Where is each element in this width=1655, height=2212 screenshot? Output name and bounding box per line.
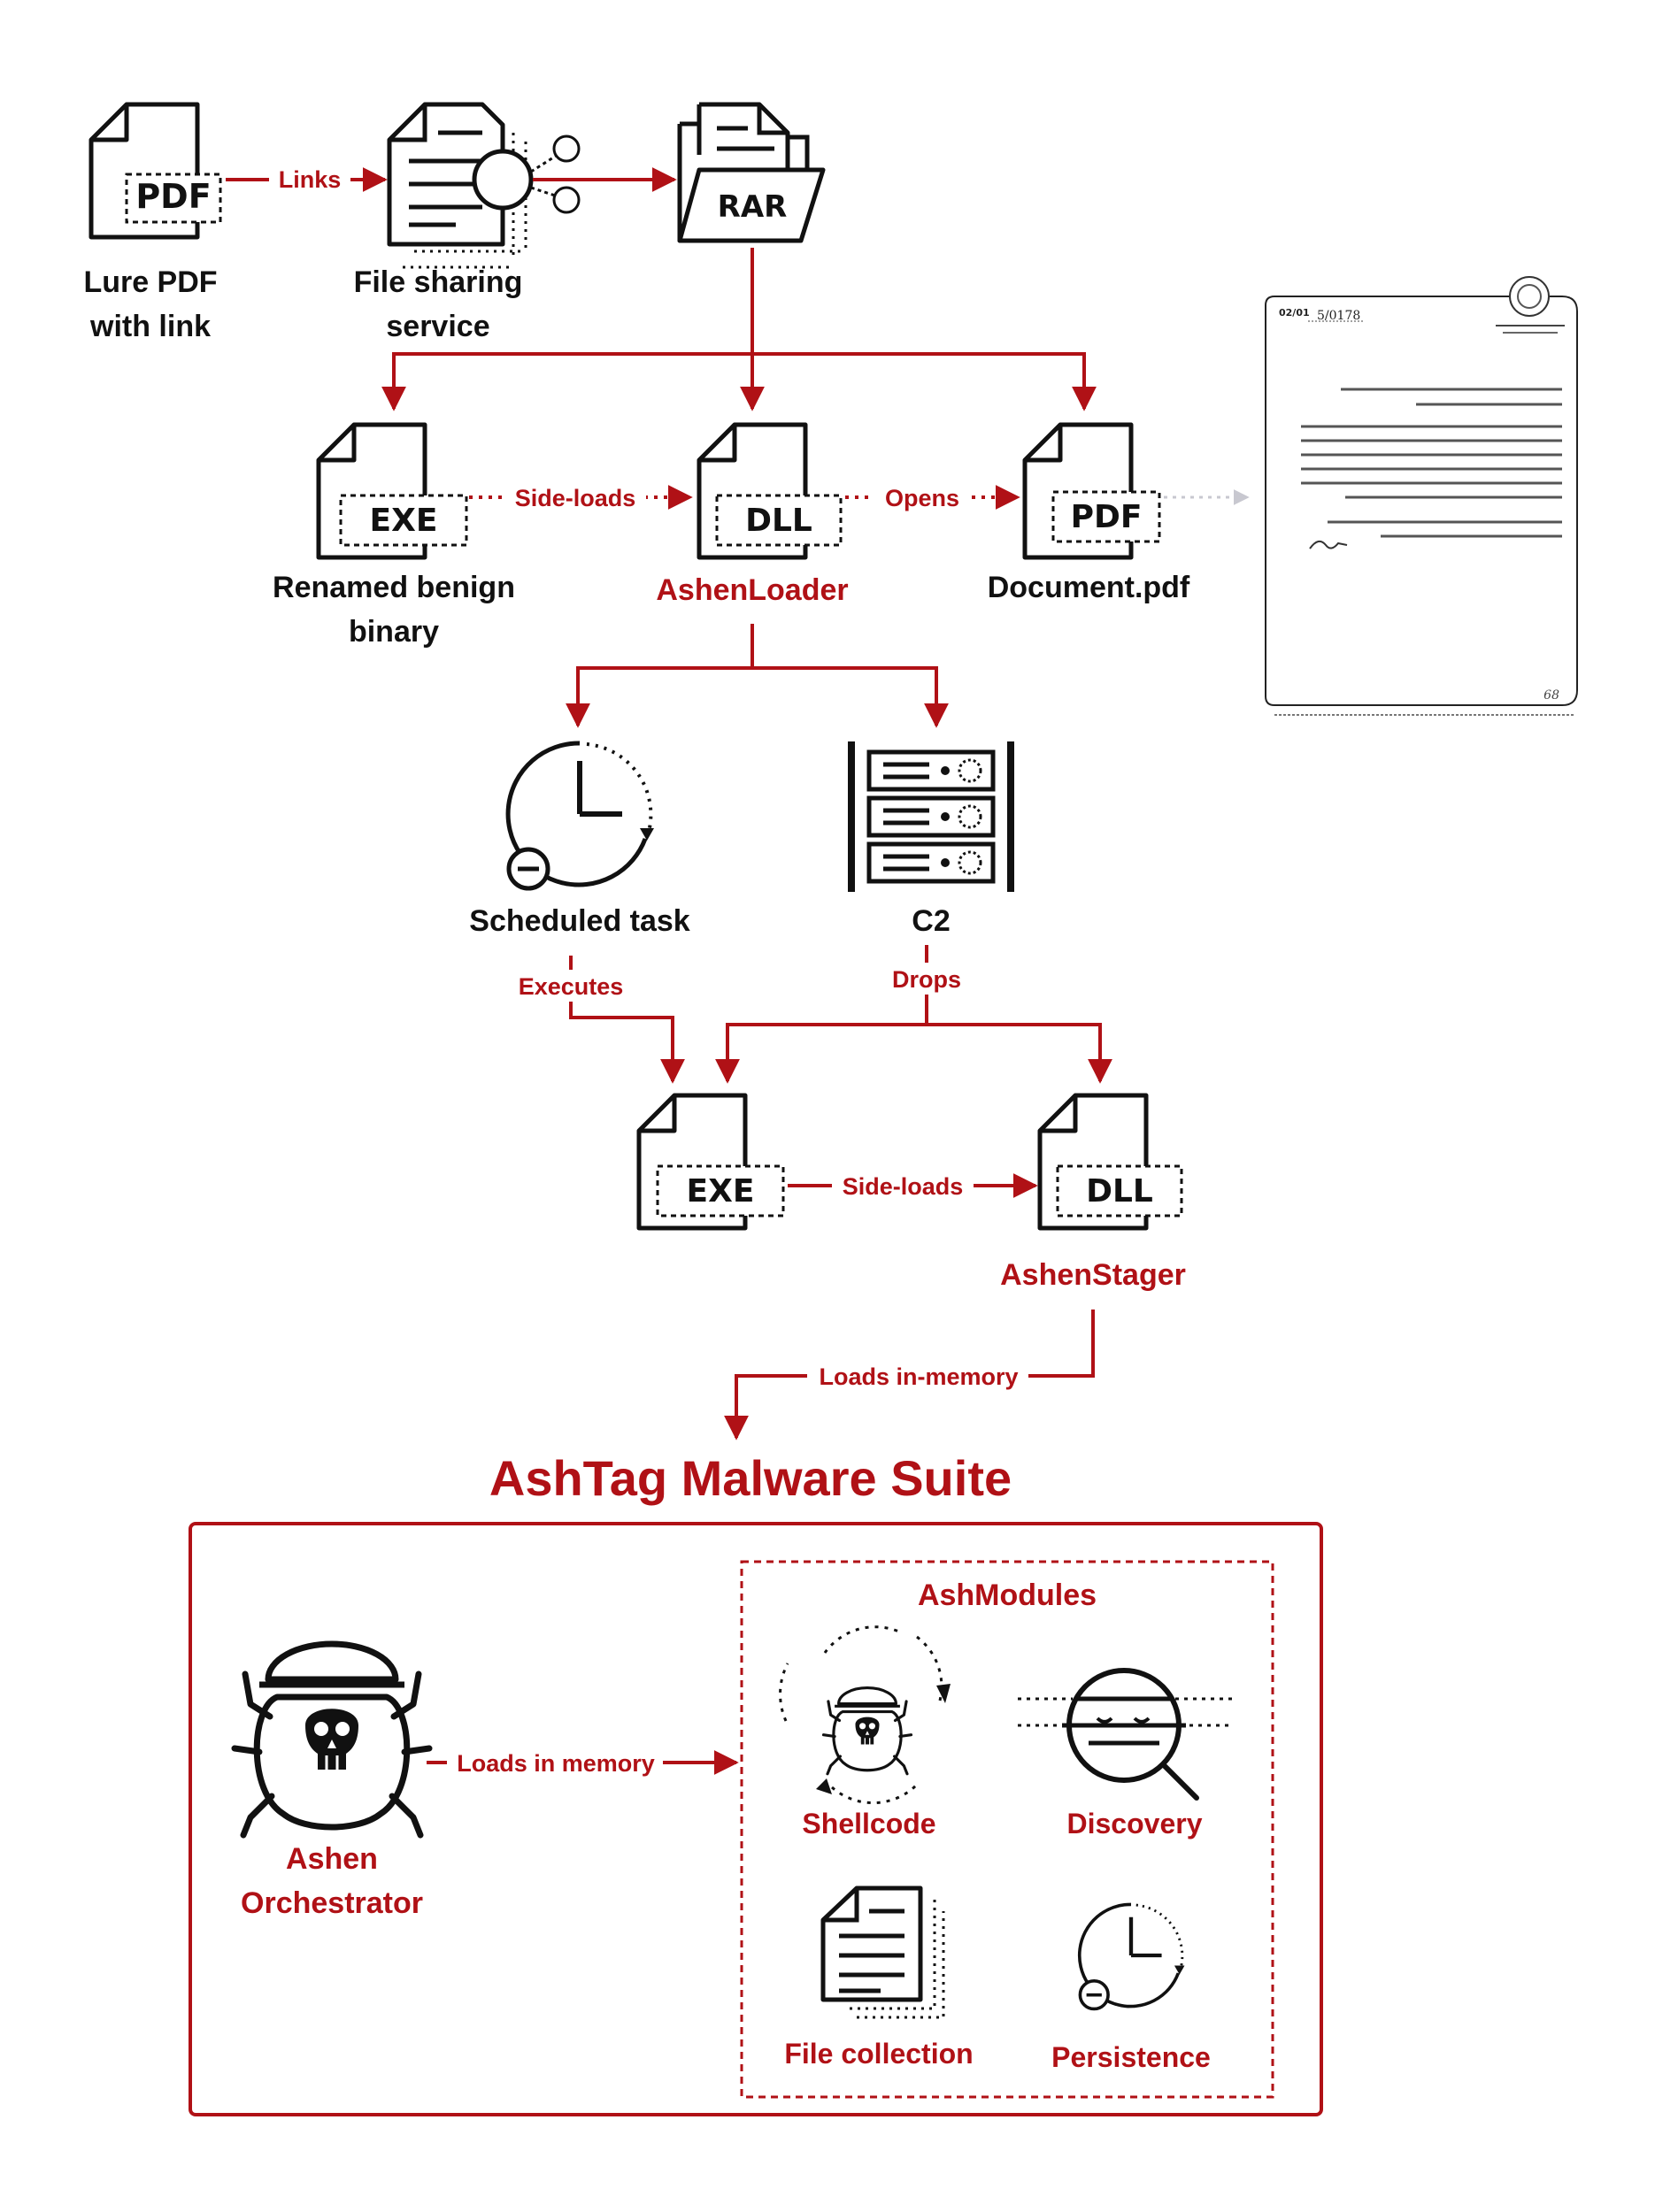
edge-label-loads-in-memory-orch: Loads in memory	[457, 1750, 655, 1777]
document-stack-icon	[820, 1886, 945, 2019]
lure-pdf-node: PDF Lure PDF with link	[83, 104, 222, 343]
preview-doc-number: 5/0178	[1317, 309, 1360, 323]
benign-exe-label-line1: Renamed benign	[273, 571, 515, 604]
stage-exe-tag: EXE	[687, 1173, 755, 1210]
module-file-collection-label: File collection	[784, 2038, 973, 2070]
ashen-loader-tag: DLL	[745, 503, 812, 539]
file-sharing-label-line2: service	[386, 310, 489, 343]
server-rack-icon	[848, 741, 1014, 892]
edge-label-links: Links	[279, 166, 342, 193]
c2-label: C2	[912, 904, 950, 938]
rar-tag: RAR	[718, 189, 788, 225]
preview-page-marker: 68	[1543, 688, 1559, 703]
document-pdf-node: PDF Document.pdf	[988, 425, 1190, 604]
lure-pdf-tag: PDF	[135, 177, 211, 216]
lure-pdf-label-line1: Lure PDF	[83, 265, 217, 299]
ashen-loader-node: DLL AshenLoader	[656, 425, 849, 607]
clock-icon	[1080, 1904, 1185, 2008]
scheduled-task-label: Scheduled task	[469, 904, 690, 938]
benign-exe-tag: EXE	[370, 503, 438, 539]
benign-exe-label-line2: binary	[349, 615, 439, 649]
c2-node: C2	[848, 741, 1014, 938]
bug-skull-icon	[821, 1686, 913, 1776]
module-discovery-label: Discovery	[1067, 1808, 1203, 1839]
signature-mark	[1309, 540, 1348, 549]
module-shellcode-label: Shellcode	[802, 1808, 935, 1839]
document-preview: 02/01 5/0178 68	[1265, 276, 1578, 716]
magnifier-icon	[1018, 1668, 1232, 1801]
ashen-stager-label: AshenStager	[1000, 1258, 1186, 1292]
ashen-stager-node: DLL AshenStager	[1000, 1095, 1186, 1292]
ashen-stager-tag: DLL	[1086, 1173, 1153, 1210]
edge-label-opens: Opens	[885, 485, 959, 511]
rar-archive-icon	[677, 102, 826, 243]
document-share-icon	[387, 102, 581, 269]
orchestrator-label-line1: Ashen	[286, 1842, 378, 1876]
orchestrator-label-line2: Orchestrator	[241, 1886, 423, 1920]
document-pdf-label: Document.pdf	[988, 571, 1190, 604]
edge-label-loads-in-memory-stager: Loads in-memory	[819, 1363, 1018, 1390]
ashmodules-box	[740, 1560, 1274, 2099]
lure-pdf-label-line2: with link	[89, 310, 211, 343]
seal-emblem	[1509, 276, 1550, 317]
file-sharing-label-line1: File sharing	[354, 265, 523, 299]
module-persistence-label: Persistence	[1051, 2041, 1211, 2073]
preview-ref-number: 02/01	[1279, 307, 1310, 319]
edge-label-side-loads-1: Side-loads	[515, 485, 636, 511]
edge-label-drops: Drops	[892, 966, 961, 993]
clock-icon	[508, 743, 654, 888]
module-shellcode: Shellcode	[779, 1625, 951, 1839]
module-persistence: Persistence	[1051, 1904, 1211, 2073]
suite-title: AshTag Malware Suite	[489, 1450, 1012, 1506]
suite-box	[189, 1522, 1323, 2116]
module-discovery: Discovery	[1018, 1668, 1232, 1839]
ashen-loader-label: AshenLoader	[656, 573, 848, 607]
scheduled-task-node: Scheduled task	[469, 743, 690, 938]
file-sharing-node: File sharing service	[354, 102, 581, 343]
bug-skull-icon	[235, 1644, 429, 1835]
stage-exe-node: EXE	[639, 1095, 785, 1228]
rar-node: RAR	[677, 102, 826, 243]
benign-exe-node: EXE Renamed benign binary	[273, 425, 515, 649]
orchestrator-node: Ashen Orchestrator	[235, 1644, 429, 1920]
document-pdf-tag: PDF	[1071, 499, 1143, 535]
module-file-collection: File collection	[784, 1886, 974, 2070]
edge-label-side-loads-2: Side-loads	[843, 1173, 964, 1200]
edge-label-executes: Executes	[519, 973, 624, 1000]
ashmodules-title: AshModules	[918, 1578, 1097, 1612]
